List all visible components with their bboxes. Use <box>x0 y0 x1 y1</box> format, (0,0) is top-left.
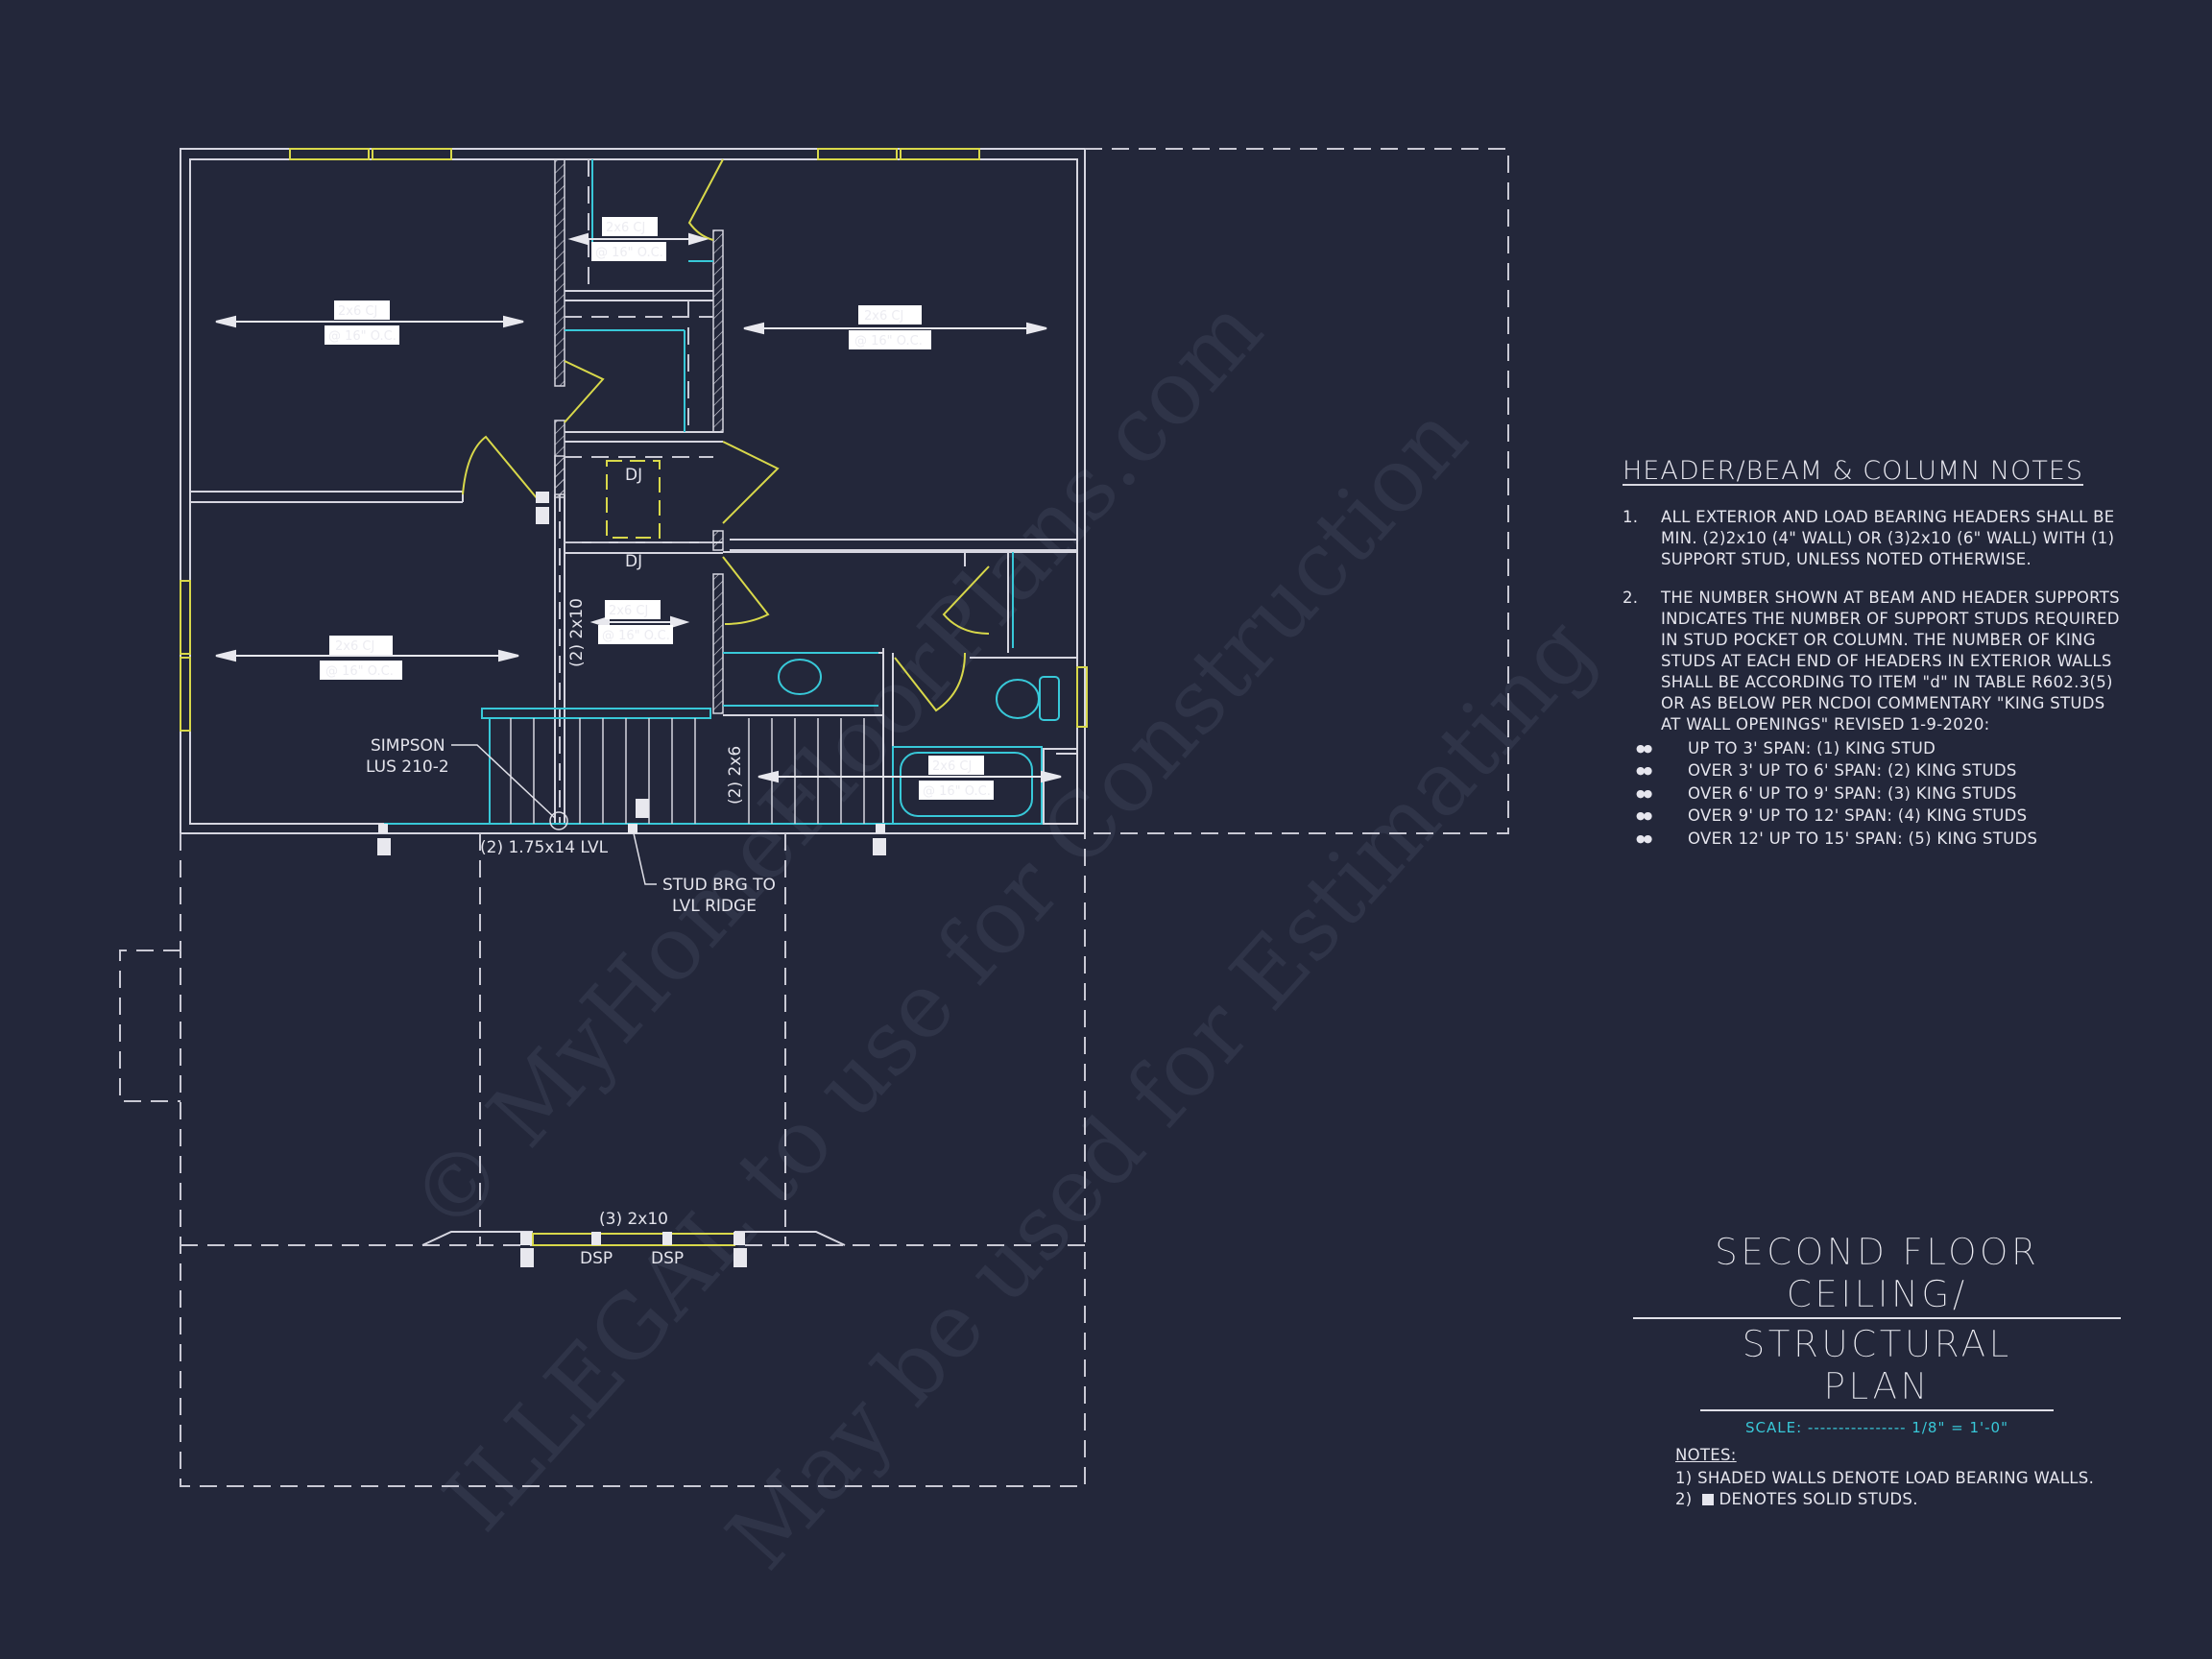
general-note-2: 2) DENOTES SOLID STUDS. <box>1675 1489 2136 1510</box>
general-note-2-text: DENOTES SOLID STUDS. <box>1719 1490 1918 1508</box>
joist-label-5b: @ 16" O.C. <box>602 629 670 643</box>
simpson-label-1: SIMPSON <box>371 736 445 756</box>
span-row: ●● OVER 9' UP TO 12' SPAN: (4) KING STUD… <box>1623 805 2122 829</box>
note-item-1: 1. ALL EXTERIOR AND LOAD BEARING HEADERS… <box>1623 507 2122 570</box>
toilet-icon <box>996 679 1040 719</box>
dj-label-2: DJ <box>625 552 642 571</box>
lvl-label: (2) 1.75x14 LVL <box>480 838 609 857</box>
dsp-label-2: DSP <box>651 1249 684 1268</box>
bullet-icon: ●● <box>1636 741 1652 755</box>
general-note-1: 1) SHADED WALLS DENOTE LOAD BEARING WALL… <box>1675 1469 2095 1487</box>
header-beam-notes: HEADER/BEAM & COLUMN NOTES 1. ALL EXTERI… <box>1623 456 2122 851</box>
joist-label-2a: 2x6 CJ <box>864 309 903 324</box>
span-text: OVER 3' UP TO 6' SPAN: (2) KING STUDS <box>1688 761 2017 781</box>
joist-label-4b: @ 16" O.C. <box>325 664 394 679</box>
span-row: ●● OVER 6' UP TO 9' SPAN: (3) KING STUDS <box>1623 782 2122 805</box>
stud-brg-label-2: LVL RIDGE <box>672 897 757 916</box>
scale-label: SCALE: ---------------- 1/8" = 1'-0" <box>1745 1419 2008 1436</box>
doors <box>462 158 990 712</box>
joist-label-3b: @ 16" O.C. <box>595 246 663 260</box>
span-row: ●● UP TO 3' SPAN: (1) KING STUD <box>1623 737 2122 760</box>
drawing-title-line-1: SECOND FLOOR CEILING/ <box>1633 1231 2121 1319</box>
beam-2x6-label: (2) 2x6 <box>726 746 745 805</box>
roof-outline-bottom <box>180 833 1086 1487</box>
joist-label-1b: @ 16" O.C. <box>328 329 397 344</box>
note-item-2: 2. THE NUMBER SHOWN AT BEAM AND HEADER S… <box>1623 588 2122 735</box>
joist-label-4a: 2x6 CJ <box>335 639 374 654</box>
header-3-2x10-label: (3) 2x10 <box>599 1210 668 1229</box>
sink-icon <box>778 659 822 695</box>
beam-2x10-label: (2) 2x10 <box>567 598 587 667</box>
notes-title: HEADER/BEAM & COLUMN NOTES <box>1623 456 2084 486</box>
joist-label-6a: 2x6 CJ <box>932 759 972 774</box>
dj-box <box>606 460 661 539</box>
note-text: THE NUMBER SHOWN AT BEAM AND HEADER SUPP… <box>1661 589 2120 733</box>
solid-stud-icon <box>1701 1494 1714 1505</box>
span-text: OVER 6' UP TO 9' SPAN: (3) KING STUDS <box>1688 783 2017 803</box>
solid-studs <box>377 492 886 1267</box>
general-notes-header: NOTES: <box>1675 1446 1737 1464</box>
bullet-icon: ●● <box>1636 764 1652 778</box>
bullet-icon: ●● <box>1636 809 1652 823</box>
joist-label-2b: @ 16" O.C. <box>854 334 923 349</box>
drawing-title-line-2: STRUCTURAL PLAN <box>1700 1323 2054 1411</box>
span-text: UP TO 3' SPAN: (1) KING STUD <box>1688 738 1936 757</box>
simpson-label-2: LUS 210-2 <box>366 757 449 777</box>
drawing-title-block: SECOND FLOOR CEILING/ STRUCTURAL PLAN SC… <box>1632 1231 2122 1436</box>
bullet-icon: ●● <box>1636 786 1652 800</box>
general-notes: NOTES: 1) SHADED WALLS DENOTE LOAD BEARI… <box>1675 1445 2136 1510</box>
general-note-2-prefix: 2) <box>1675 1490 1693 1508</box>
bathtub-icon <box>892 746 1043 825</box>
span-row: ●● OVER 12' UP TO 15' SPAN: (5) KING STU… <box>1623 828 2122 851</box>
roof-outline-right <box>1085 148 1509 834</box>
note-number: 1. <box>1623 508 1639 526</box>
joist-label-5a: 2x6 CJ <box>609 604 648 618</box>
joist-label-3a: 2x6 CJ <box>606 221 645 235</box>
dj-label-1: DJ <box>625 466 642 485</box>
stud-brg-label-1: STUD BRG TO <box>662 876 776 895</box>
span-text: OVER 9' UP TO 12' SPAN: (4) KING STUDS <box>1688 806 2028 826</box>
span-row: ●● OVER 3' UP TO 6' SPAN: (2) KING STUDS <box>1623 760 2122 783</box>
note-text: ALL EXTERIOR AND LOAD BEARING HEADERS SH… <box>1661 508 2115 568</box>
king-stud-span-list: ●● UP TO 3' SPAN: (1) KING STUD ●● OVER … <box>1623 737 2122 851</box>
dsp-label-1: DSP <box>580 1249 613 1268</box>
note-number: 2. <box>1623 589 1639 607</box>
joist-label-1a: 2x6 CJ <box>338 304 377 319</box>
bullet-icon: ●● <box>1636 831 1652 845</box>
span-text: OVER 12' UP TO 15' SPAN: (5) KING STUDS <box>1688 829 2038 848</box>
joist-label-6b: @ 16" O.C. <box>923 784 991 799</box>
